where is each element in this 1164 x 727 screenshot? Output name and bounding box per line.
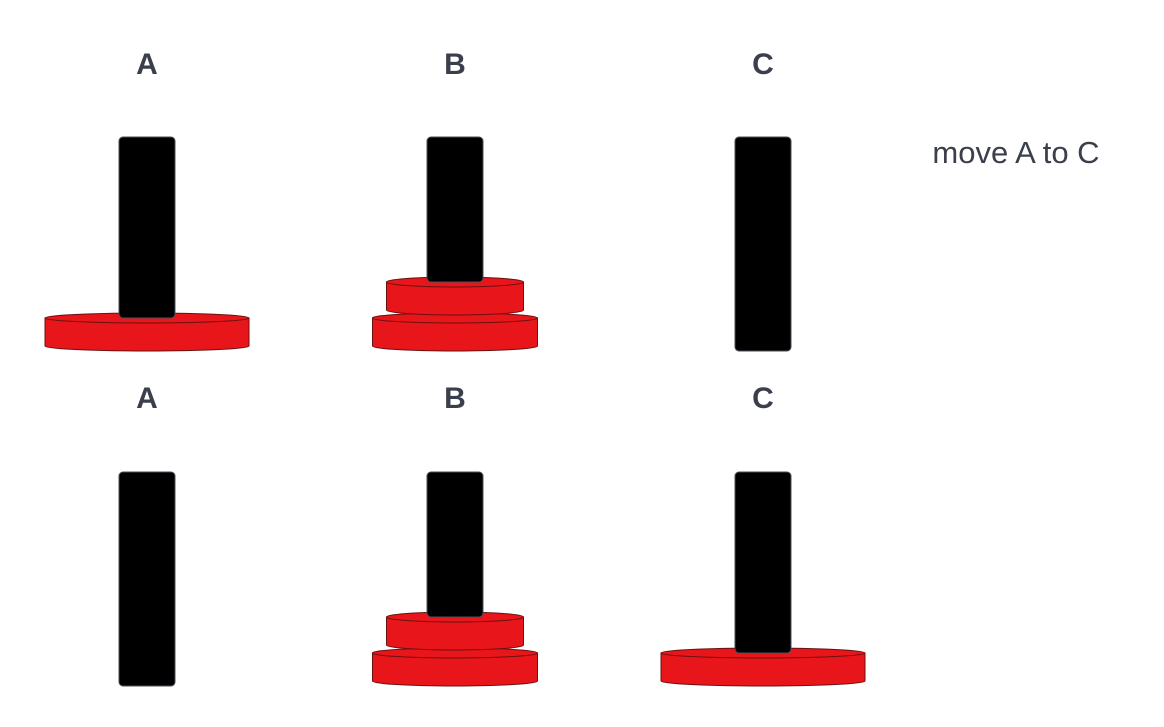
peg-label-b-after: B [444, 382, 466, 415]
disk-stack-b-after [372, 611, 538, 687]
peg-a-after [118, 471, 176, 687]
disk-size-1-before [386, 276, 524, 316]
disk-stack-b-before [372, 276, 538, 352]
move-caption: move A to C [932, 135, 1099, 170]
peg-a-before [118, 136, 176, 319]
peg-c-before [734, 136, 792, 352]
disk-size-1-after [386, 611, 524, 651]
peg-label-b-before: B [444, 48, 466, 81]
disk-stack-c-after [660, 647, 866, 687]
peg-b-after [426, 471, 484, 618]
peg-label-c-after: C [752, 382, 774, 415]
disk-size-2-before [372, 312, 538, 352]
disk-size-3-after [660, 647, 866, 687]
peg-b-before [426, 136, 484, 283]
towers-group [44, 136, 866, 687]
peg-label-c-before: C [752, 48, 774, 81]
peg-c-after [734, 471, 792, 654]
disk-stack-a-before [44, 312, 250, 352]
peg-label-a-before: A [136, 48, 158, 81]
disk-size-2-after [372, 647, 538, 687]
peg-label-a-after: A [136, 382, 158, 415]
disk-size-3-before [44, 312, 250, 352]
